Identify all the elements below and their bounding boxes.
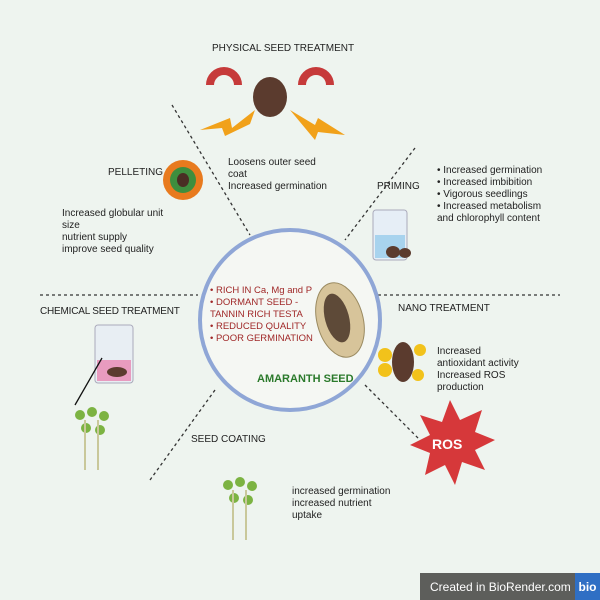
- priming-beaker-icon: [372, 209, 411, 261]
- physical-text: Loosens outer seed coat Increased germin…: [228, 157, 327, 192]
- magnet-seed-icon: [200, 67, 345, 140]
- chemical-title: CHEMICAL SEED TREATMENT: [40, 306, 180, 317]
- divider-line: [364, 384, 421, 441]
- seedlings-icon: [75, 407, 257, 540]
- pellet-icon: [163, 160, 203, 200]
- coating-title: SEED COATING: [191, 434, 266, 445]
- priming-text: • Increased germination • Increased imbi…: [437, 165, 543, 224]
- amaranth-seed-label: AMARANTH SEED: [257, 373, 354, 385]
- ros-burst-icon: [410, 400, 495, 485]
- nano-text: Increased antioxidant activity Increased…: [437, 346, 519, 393]
- divider-line: [344, 147, 416, 241]
- divider-line: [149, 389, 216, 481]
- seed-properties-list: • RICH IN Ca, Mg and P • DORMANT SEED - …: [210, 285, 313, 345]
- biorender-badge[interactable]: Created in BioRender.com bio: [420, 573, 600, 600]
- seed-property: TANNIN RICH TESTA: [210, 309, 303, 320]
- nano-title: NANO TREATMENT: [398, 303, 490, 314]
- seed-property: • RICH IN Ca, Mg and P: [210, 285, 313, 296]
- ros-label: ROS: [432, 436, 463, 452]
- biorender-text: Created in BioRender.com: [430, 579, 571, 594]
- nanoparticle-seed-icon: [378, 342, 426, 382]
- biorender-logo: bio: [575, 573, 600, 600]
- physical-title: PHYSICAL SEED TREATMENT: [212, 43, 355, 54]
- chemical-beaker-icon: [74, 324, 134, 406]
- seed-property: • DORMANT SEED -: [210, 297, 299, 308]
- seed-property: • REDUCED QUALITY: [210, 321, 307, 332]
- seed-property: • POOR GERMINATION: [210, 333, 313, 344]
- coating-text: increased germination increased nutrient…: [292, 486, 391, 521]
- pelleting-text: Increased globular unit size nutrient su…: [62, 208, 164, 255]
- pelleting-title: PELLETING: [108, 167, 164, 178]
- divider-line: [171, 104, 251, 236]
- seed-cross-section-icon: [315, 282, 365, 358]
- priming-title: PRIMING: [377, 181, 420, 192]
